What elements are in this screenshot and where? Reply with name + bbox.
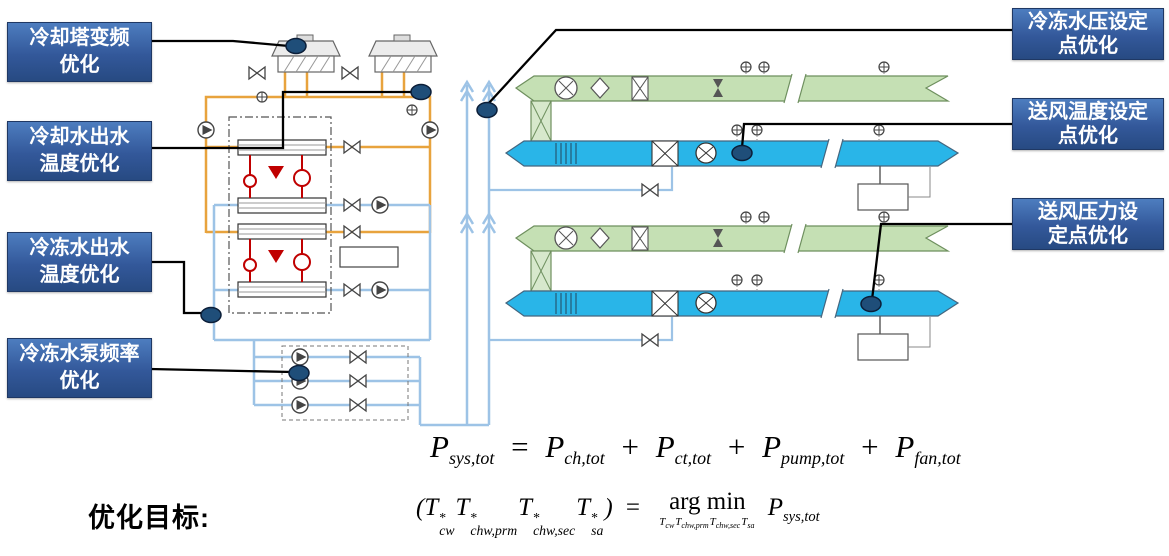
label-text: 送风温度设定 [1028, 101, 1148, 123]
valve-icon [343, 140, 361, 154]
label-supply-air-temp-setpoint: 送风温度设定 点优化 [1012, 98, 1164, 150]
p-ct-term: Pct,tot [655, 429, 712, 469]
chw-primary-pump-icon [371, 196, 389, 214]
t-cw-term: T*cw [424, 494, 455, 539]
chiller-2 [237, 223, 327, 298]
compressor-icon [268, 166, 284, 179]
objective-heading: 优化目标: [88, 503, 210, 533]
label-text: 冷冻水泵频率 [19, 343, 140, 365]
valve-icon [349, 374, 367, 388]
plus-sign: + [727, 429, 746, 464]
equals-sign: = [511, 429, 529, 464]
marker-chw-pump [288, 364, 310, 382]
label-text: 送风压力设 [1038, 201, 1138, 223]
label-cw-outlet-temp: 冷却水出水 温度优化 [7, 121, 152, 181]
label-chw-pump-freq: 冷冻水泵频率 优化 [7, 338, 152, 398]
t-chw-prm-term: T*chw,prm [455, 494, 518, 539]
chw-secondary-pump-icon [291, 396, 309, 414]
open-paren: ( [416, 494, 425, 522]
label-text: 优化 [59, 54, 100, 76]
cooling-tower-2 [368, 34, 438, 73]
cooling-tower-1 [271, 34, 341, 73]
tower-valve-icon [341, 66, 359, 80]
valve-icon [349, 398, 367, 412]
marker-cooling-tower-fan [285, 37, 307, 55]
plus-sign: + [621, 429, 639, 464]
cw-pump-icon [197, 121, 215, 139]
label-text: 温度优化 [39, 264, 120, 286]
ahu-1 [489, 62, 958, 210]
callout-connectors [149, 28, 1012, 374]
label-cooling-tower-vfd: 冷却塔变频 优化 [7, 22, 152, 82]
bypass-tank [339, 246, 399, 268]
p-sys-result-term: Psys,tot [767, 494, 820, 526]
measurement-point-markers [200, 37, 882, 382]
chw-primary-pump-icon [371, 281, 389, 299]
label-text: 温度优化 [39, 153, 120, 175]
marker-supply-air-temp [731, 144, 753, 162]
label-text: 冷却塔变频 [29, 27, 130, 49]
argmin-operator: arg min TcwTchw,prmTchw,secTsa [659, 488, 755, 531]
p-ch-term: Pch,tot [545, 429, 605, 469]
label-text: 点优化 [1058, 125, 1118, 147]
refrigerant-circuit [243, 155, 311, 198]
label-text: 点优化 [1058, 35, 1118, 57]
label-text: 定点优化 [1048, 225, 1128, 247]
t-chw-sec-term: T*chw,sec [518, 494, 576, 539]
marker-chw-pressure [476, 101, 498, 119]
valve-icon [343, 283, 361, 297]
p-pump-term: Ppump,tot [762, 429, 845, 469]
chiller-enclosure [228, 116, 332, 314]
label-text: 冷冻水出水 [29, 237, 130, 259]
chiller-plant [197, 34, 497, 427]
label-chw-outlet-temp: 冷冻水出水 温度优化 [7, 232, 152, 292]
valve-icon [343, 198, 361, 212]
condenser-water-loop [204, 72, 432, 234]
secondary-pump-group [281, 345, 409, 421]
plus-sign: + [861, 429, 879, 464]
marker-cw-outlet [410, 83, 432, 101]
label-text: 冷却水出水 [29, 126, 130, 148]
valve-icon [349, 350, 367, 364]
equals-sign: = [625, 494, 641, 522]
formula-total-power: Psys,tot = Pch,tot + Pct,tot + Ppump,tot… [430, 429, 961, 469]
label-text: 冷冻水压设定 [1028, 11, 1148, 33]
pipe-sensor-icon [406, 104, 418, 116]
chw-secondary-pump-icon [291, 348, 309, 366]
chiller-1 [237, 139, 327, 214]
pipe-sensor-icon [256, 91, 268, 103]
marker-chw-outlet [200, 306, 222, 324]
t-sa-term: T*sa [576, 494, 604, 539]
refrigerant-circuit [243, 239, 311, 282]
p-sys-term: Psys,tot [430, 429, 495, 469]
p-fan-term: Pfan,tot [895, 429, 961, 469]
label-supply-air-pressure-setpoint: 送风压力设 定点优化 [1012, 198, 1164, 250]
compressor-icon [268, 250, 284, 263]
label-chw-pressure-setpoint: 冷冻水压设定 点优化 [1012, 8, 1164, 60]
valve-icon [343, 225, 361, 239]
tower-valve-icon [248, 66, 266, 80]
close-paren: ) [604, 494, 613, 522]
argmin-subscript: TcwTchw,prmTchw,secTsa [659, 516, 755, 531]
ahu-2 [489, 212, 958, 360]
label-text: 优化 [59, 370, 100, 392]
marker-supply-air-pressure [860, 295, 882, 313]
cw-pump-icon [421, 121, 439, 139]
